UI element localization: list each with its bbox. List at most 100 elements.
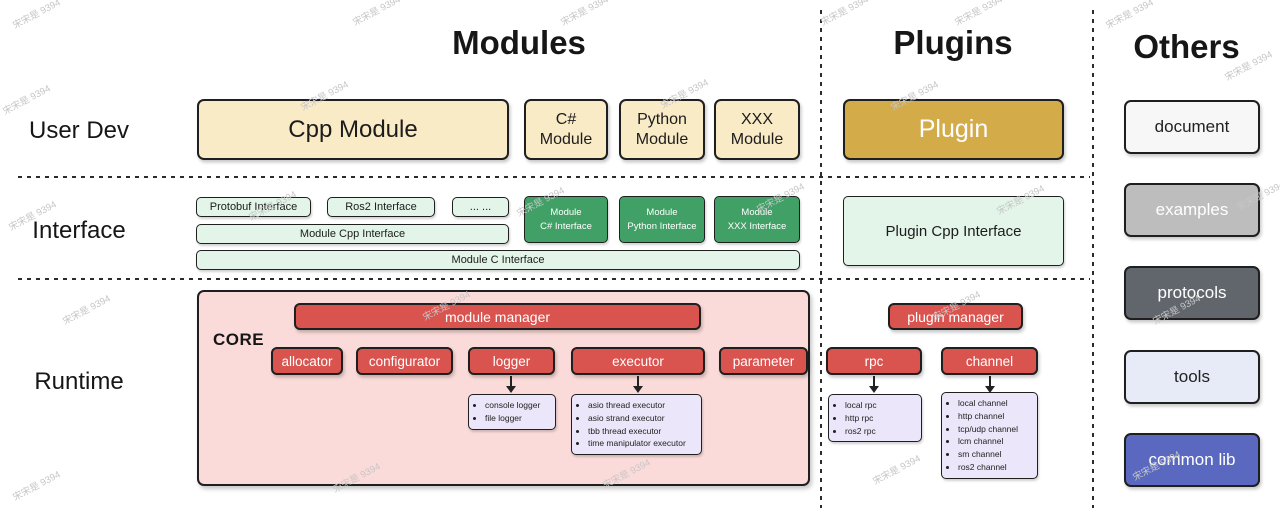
impl-item: ros2 rpc [845,425,877,438]
impl-item: http rpc [845,412,877,425]
impl-item: tbb thread executor [588,425,686,438]
configurator-box: configurator [356,347,453,375]
watermark: 宋宋是 9394 [1,83,53,118]
watermark: 宋宋是 9394 [11,0,63,32]
module-python-interface-box: Module Python Interface [619,196,705,243]
ros2-interface-label: Ros2 Interface [345,201,417,213]
plugin-box: Plugin [843,99,1064,160]
others-common-lib-box: common lib [1124,433,1260,487]
xxx-module-box: XXX Module [714,99,800,160]
cpp-module-label: Cpp Module [288,115,418,143]
executor-arrow-down-icon [633,376,643,393]
impl-item: asio strand executor [588,412,686,425]
watermark: 宋宋是 9394 [871,453,923,488]
others-document-label: document [1154,117,1230,136]
module-c-interface-box: Module C Interface [196,250,800,270]
module-cpp-interface-label: Module Cpp Interface [299,228,406,240]
module-python-interface-line1: Module [646,207,678,219]
impl-item: http channel [958,410,1018,423]
others-document-box: document [1124,100,1260,154]
parameter-label: parameter [732,353,795,369]
impl-item: lcm channel [958,435,1018,448]
impl-item: local channel [958,397,1018,410]
logger-impl-list: console logger file logger [468,394,556,430]
plugin-cpp-interface-box: Plugin Cpp Interface [843,196,1064,266]
plugin-manager-label: plugin manager [907,308,1004,325]
impl-item: file logger [485,412,540,425]
parameter-box: parameter [719,347,808,375]
module-xxx-interface-box: Module XXX Interface [714,196,800,243]
impl-item: time manipulator executor [588,437,686,450]
others-tools-box: tools [1124,350,1260,404]
ellipsis-interface-box: ... ... [452,197,509,217]
divider-userdev-interface [18,176,1090,178]
others-tools-label: tools [1174,367,1210,386]
rpc-box: rpc [826,347,922,375]
section-title-modules: Modules [452,24,586,61]
python-module-label-line2: Module [635,130,689,148]
channel-label: channel [965,353,1014,369]
logger-box: logger [468,347,555,375]
xxx-module-label-line1: XXX [740,110,773,128]
module-manager-box: module manager [294,303,701,330]
module-csharp-interface-line1: Module [550,207,582,219]
protobuf-interface-label: Protobuf Interface [209,201,298,213]
impl-item: sm channel [958,448,1018,461]
logger-arrow-down-icon [506,376,516,393]
divider-plugins-others [1092,10,1094,508]
rpc-arrow-down-icon [869,376,879,393]
section-title-plugins: Plugins [893,24,1013,61]
others-protocols-box: protocols [1124,266,1260,320]
channel-impl-list: local channel http channel tcp/udp chann… [941,392,1038,479]
channel-box: channel [941,347,1038,375]
impl-item: local rpc [845,399,877,412]
impl-item: ros2 channel [958,461,1018,474]
divider-modules-plugins [820,10,822,508]
others-protocols-label: protocols [1157,283,1227,302]
python-module-label-line1: Python [637,110,687,128]
module-csharp-interface-line2: C# Interface [540,220,592,232]
module-csharp-interface-box: Module C# Interface [524,196,608,243]
watermark: 宋宋是 9394 [1104,0,1156,32]
plugin-cpp-interface-label: Plugin Cpp Interface [885,222,1022,240]
plugin-manager-box: plugin manager [888,303,1023,330]
protobuf-interface-box: Protobuf Interface [196,197,311,217]
impl-item: asio thread executor [588,399,686,412]
watermark: 宋宋是 9394 [61,293,113,328]
executor-impl-list: asio thread executor asio strand executo… [571,394,702,455]
allocator-box: allocator [271,347,343,375]
row-label-runtime: Runtime [34,368,124,395]
others-common-lib-label: common lib [1148,450,1236,469]
csharp-module-label-line1: C# [555,110,577,128]
others-examples-label: examples [1155,200,1229,219]
divider-interface-runtime [18,278,1090,280]
python-module-box: Python Module [619,99,705,160]
allocator-label: allocator [281,353,333,369]
logger-label: logger [492,353,531,369]
row-label-interface: Interface [32,217,126,244]
section-title-others: Others [1133,28,1240,65]
ellipsis-label: ... ... [469,201,492,213]
row-label-user-dev: User Dev [28,117,130,144]
rpc-label: rpc [864,353,884,369]
module-xxx-interface-line1: Module [741,207,773,219]
executor-box: executor [571,347,705,375]
module-xxx-interface-line2: XXX Interface [727,220,787,232]
impl-item: console logger [485,399,540,412]
plugin-label: Plugin [918,115,989,143]
csharp-module-label-line2: Module [539,130,593,148]
executor-label: executor [612,353,664,369]
watermark: 宋宋是 9394 [11,469,63,504]
channel-arrow-down-icon [985,376,995,393]
csharp-module-box: C# Module [524,99,608,160]
rpc-impl-list: local rpc http rpc ros2 rpc [828,394,922,443]
ros2-interface-box: Ros2 Interface [327,197,435,217]
module-python-interface-line2: Python Interface [627,220,697,232]
module-manager-label: module manager [444,308,551,325]
impl-item: tcp/udp channel [958,423,1018,436]
cpp-module-box: Cpp Module [197,99,509,160]
core-label: CORE [213,330,265,349]
others-examples-box: examples [1124,183,1260,237]
xxx-module-label-line2: Module [730,130,784,148]
